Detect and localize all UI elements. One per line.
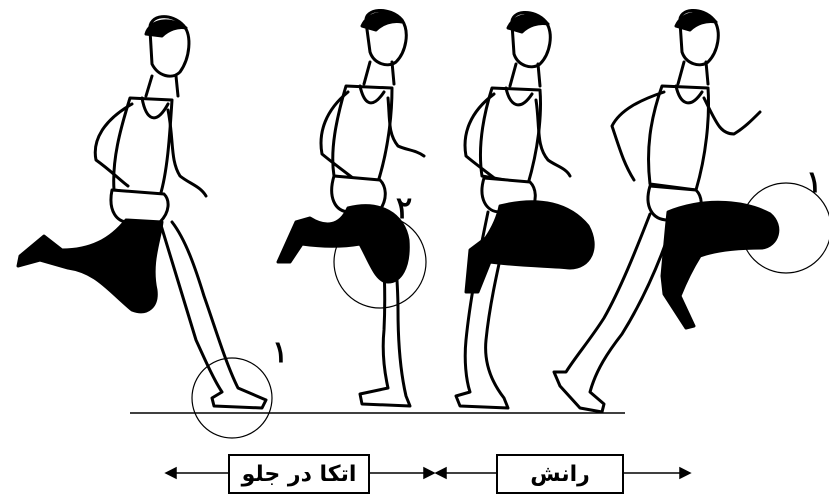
marker-1-knee: ۱ <box>806 168 822 198</box>
phase-support-front-box: اتکا در جلو <box>228 454 370 494</box>
marker-2-knee: ۲ <box>396 194 412 224</box>
phase-push-off-box: رانش <box>496 454 624 494</box>
runner-3 <box>456 12 593 408</box>
runner-1 <box>18 17 266 408</box>
marker-1-foot: ۱ <box>272 338 288 368</box>
